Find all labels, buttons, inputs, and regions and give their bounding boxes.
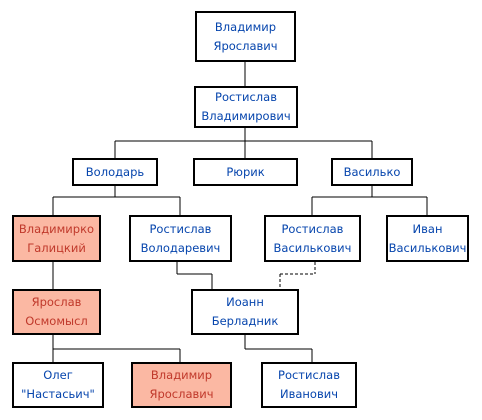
node-vladimir-yaroslavich-bottom[interactable]: Владимир Ярославич — [131, 362, 232, 408]
node-vasilko[interactable]: Василько — [331, 158, 413, 186]
node-rostislav-vasilkovich[interactable]: Ростислав Василькович — [264, 215, 361, 262]
node-vladimir-yaroslavich-top[interactable]: Владимир Ярославич — [195, 11, 296, 62]
node-rostislav-vladimirovich[interactable]: Ростислав Владимирович — [194, 86, 298, 128]
node-oleg-nastasich[interactable]: Олег "Настасьич" — [12, 362, 104, 408]
node-vladimirko-galitsky[interactable]: Владимирко Галицкий — [12, 215, 101, 262]
node-volodar[interactable]: Володарь — [72, 158, 158, 186]
node-ivan-vasilkovich[interactable]: Иван Василькович — [386, 215, 469, 262]
node-rostislav-ivanovich[interactable]: Ростислав Иванович — [261, 362, 357, 408]
node-yaroslav-osmomysl[interactable]: Ярослав Осмомысл — [12, 289, 101, 335]
node-ryurik[interactable]: Рюрик — [193, 158, 298, 186]
node-rostislav-volodarevich[interactable]: Ростислав Володаревич — [129, 215, 232, 262]
node-ioann-berladnik[interactable]: Иоанн Берладник — [191, 289, 299, 335]
